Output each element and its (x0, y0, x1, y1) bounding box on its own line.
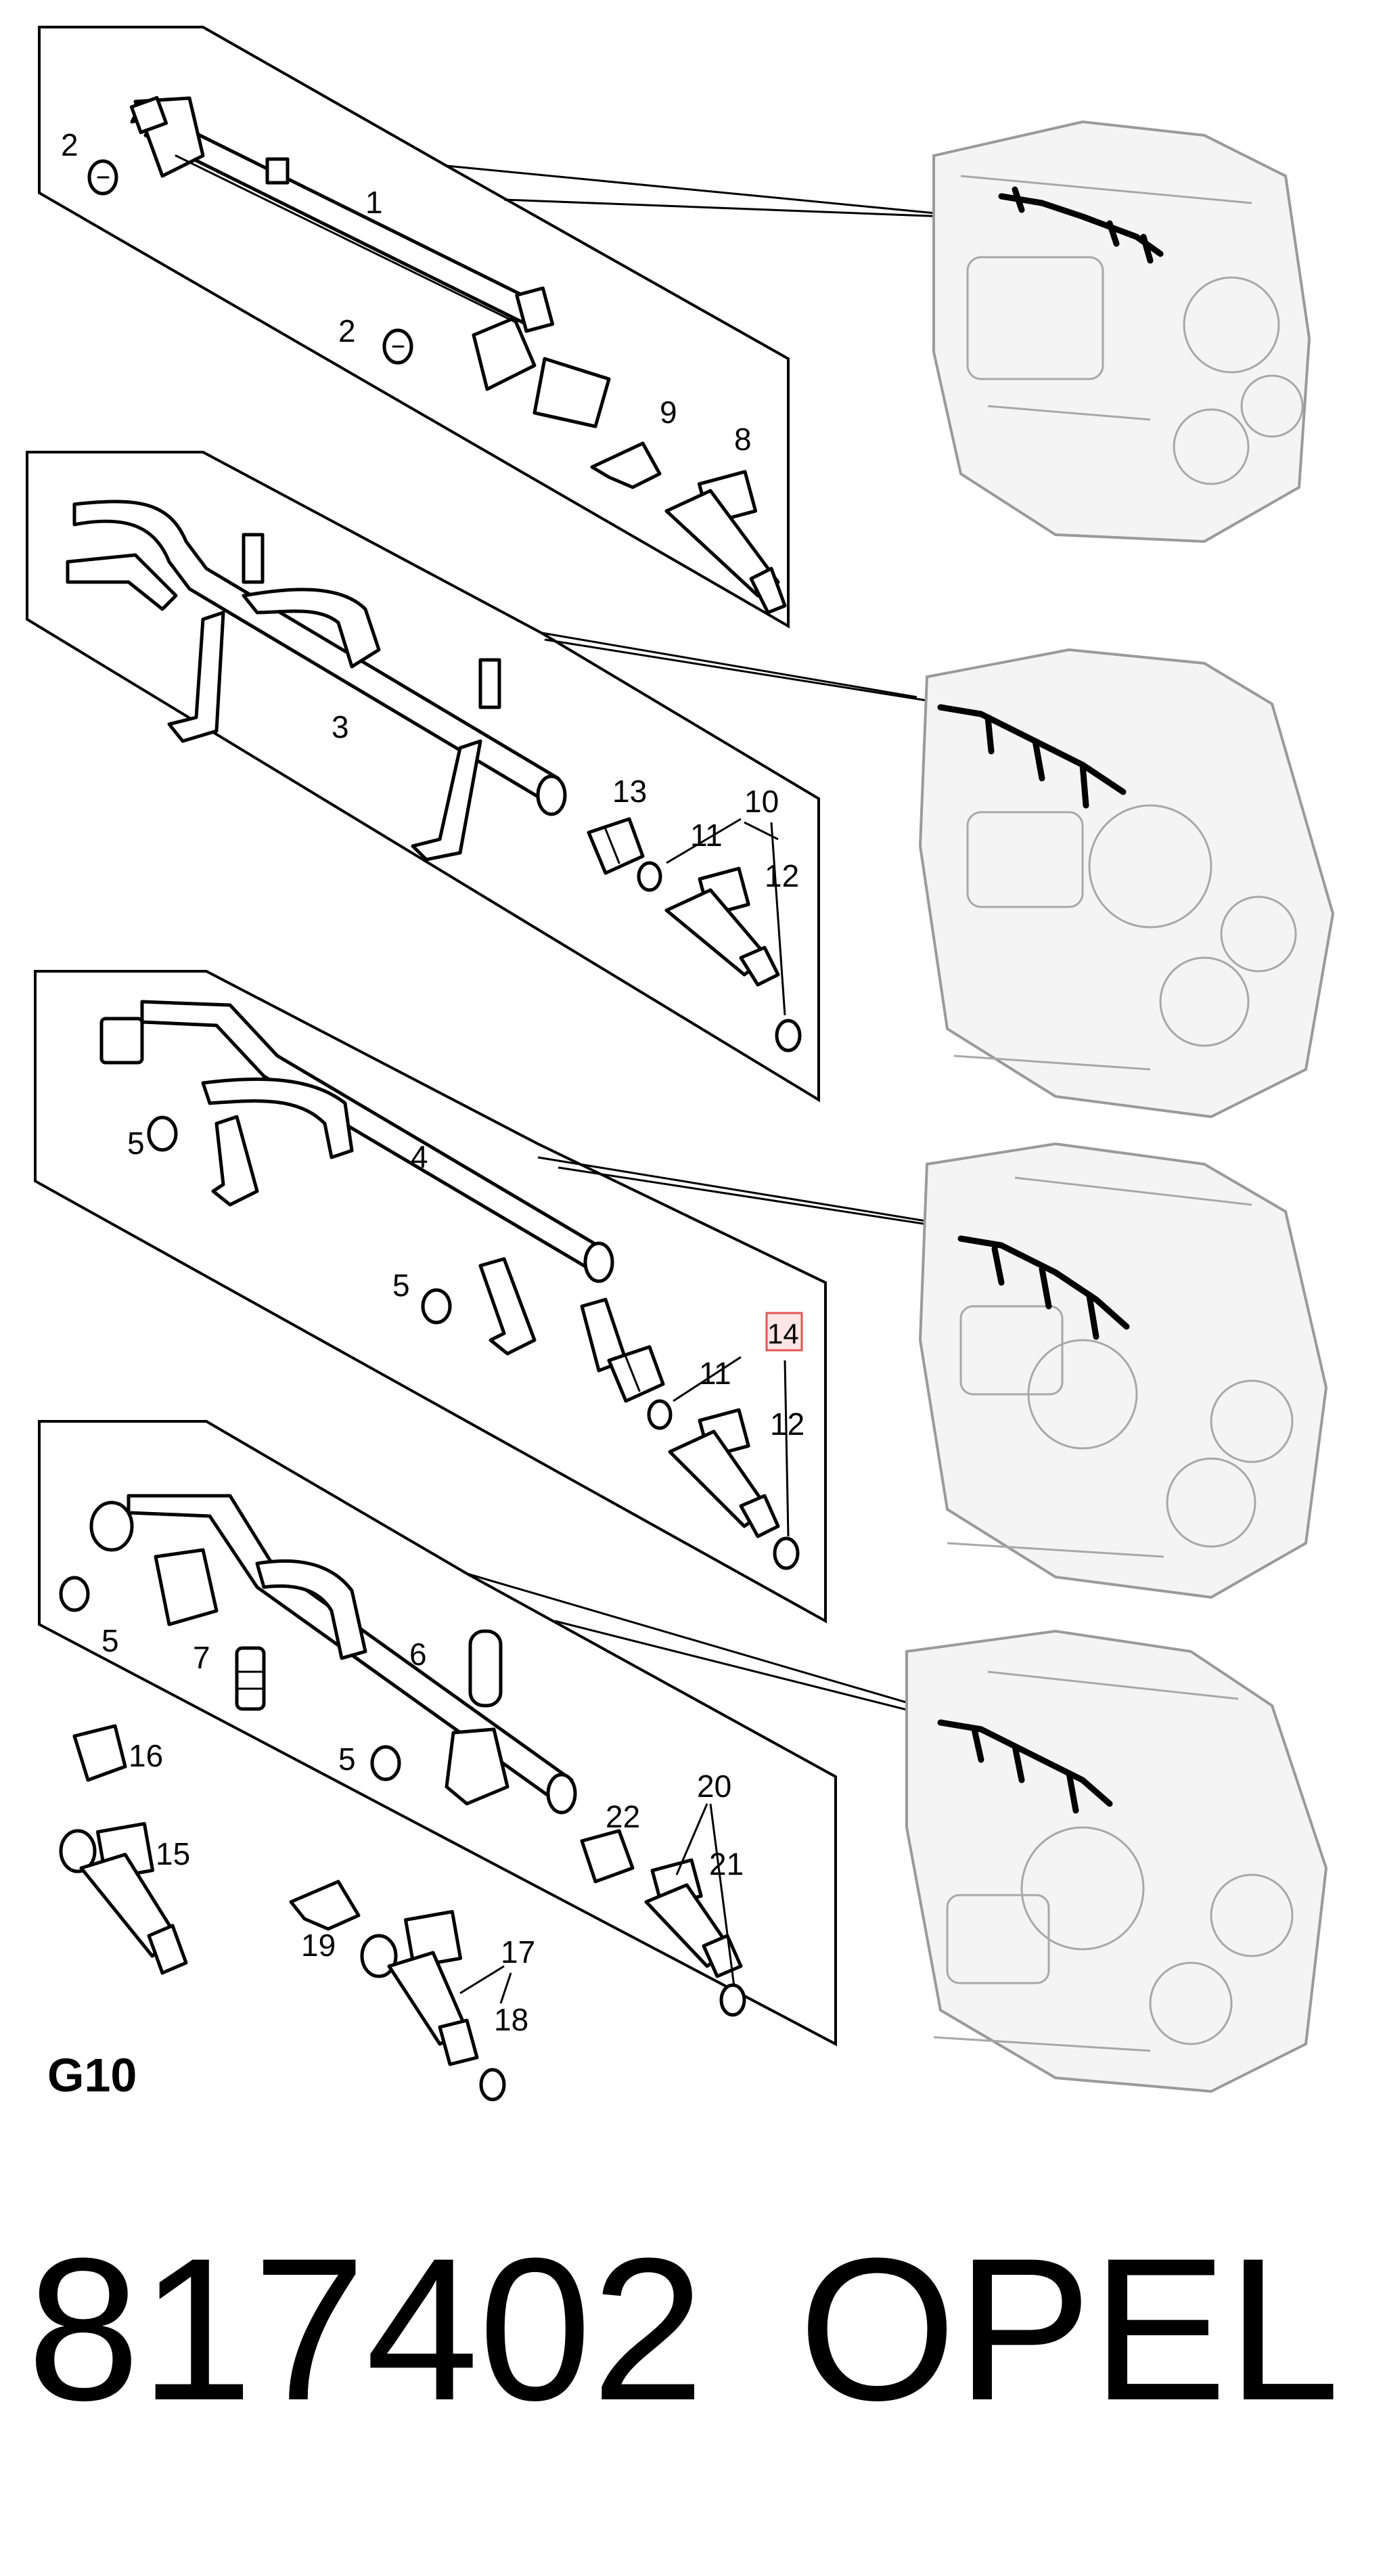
fuel-rail-6 (89, 1494, 577, 1815)
brand-name: OPEL (798, 2215, 1340, 2443)
callout-4: 4 (411, 1139, 428, 1174)
bolt-5a (147, 1115, 178, 1152)
fuel-injector-15 (59, 1821, 188, 1975)
fuel-injector-10 (664, 866, 780, 987)
o-ring-11 (637, 861, 662, 892)
fuel-rail-1 (129, 95, 611, 428)
callout-3: 3 (332, 709, 349, 745)
o-ring-12 (775, 1019, 802, 1052)
callout-10: 10 (744, 784, 779, 819)
panel-1-frame (38, 26, 790, 629)
fuel-injector-14 (668, 1408, 780, 1538)
callout-2a: 2 (61, 127, 78, 162)
callout-21: 21 (709, 1846, 744, 1882)
callout-18: 18 (494, 2002, 528, 2037)
fuel-injector-20 (644, 1858, 743, 1978)
clip-13 (587, 817, 645, 875)
panel-2-frame (26, 451, 820, 1103)
callout-11: 11 (699, 1356, 731, 1391)
o-ring-12 (773, 1536, 800, 1570)
panel-1: 2 1 2 9 8 (38, 26, 999, 629)
clip-14 (607, 1345, 665, 1403)
section-tag: G10 (47, 2049, 137, 2102)
bolt-5a (59, 1576, 90, 1612)
o-ring-21 (719, 1983, 746, 2017)
o-ring-18 (479, 2068, 506, 2102)
bolt-5b (370, 1745, 401, 1781)
panel-3: 5 4 5 14 11 12 (34, 970, 955, 1624)
callout-1: 1 (365, 185, 383, 220)
panel-4: 5 7 6 16 5 15 19 17 18 22 20 21 (38, 1420, 945, 2102)
callout-12: 12 (770, 1406, 804, 1442)
callout-11: 11 (690, 818, 723, 853)
callout-2b: 2 (338, 313, 356, 349)
callout-14: 14 (767, 1318, 799, 1350)
callout-5a: 5 (127, 1126, 145, 1161)
callout-13: 13 (612, 774, 647, 809)
clip-16 (72, 1724, 127, 1782)
callout-5b: 5 (392, 1268, 410, 1303)
fuel-rail-4 (99, 1000, 628, 1373)
panel-2: 3 13 11 10 12 (26, 451, 928, 1103)
callout-17: 17 (501, 1934, 535, 1970)
fuel-injector-17 (360, 1909, 479, 2066)
callout-16: 16 (129, 1738, 163, 1773)
callout-7: 7 (193, 1640, 210, 1675)
bolt-5b (421, 1288, 452, 1325)
bolt-2b (382, 328, 413, 365)
engine-illustration-4 (905, 1629, 1328, 2093)
callout-12: 12 (765, 858, 799, 893)
fuel-rail-3 (66, 499, 567, 862)
clip-22 (580, 1829, 635, 1884)
callout-20: 20 (697, 1769, 731, 1804)
panel-3-frame (34, 970, 827, 1624)
engine-illustration-3 (918, 1142, 1328, 1599)
callout-9: 9 (660, 395, 677, 430)
callout-19: 19 (301, 1928, 336, 1963)
retaining-clip-9 (590, 441, 662, 489)
part-number: 817402 (27, 2215, 704, 2443)
pressure-sensor-7 (235, 1646, 266, 1711)
clip-19 (289, 1880, 361, 1931)
callout-5b: 5 (338, 1741, 356, 1777)
o-ring-11 (647, 1399, 673, 1430)
callout-6: 6 (409, 1637, 427, 1672)
fuel-injector-8 (664, 470, 787, 615)
callout-5a: 5 (101, 1623, 119, 1658)
callout-15: 15 (156, 1836, 190, 1871)
callout-8: 8 (734, 422, 752, 457)
panel-4-frame (38, 1420, 837, 2047)
bolt-2a (87, 159, 118, 196)
callout-22: 22 (606, 1799, 640, 1834)
engine-illustration-1 (932, 120, 1311, 543)
engine-illustration-2 (918, 648, 1335, 1119)
highlight-callout-14 (765, 1312, 803, 1352)
